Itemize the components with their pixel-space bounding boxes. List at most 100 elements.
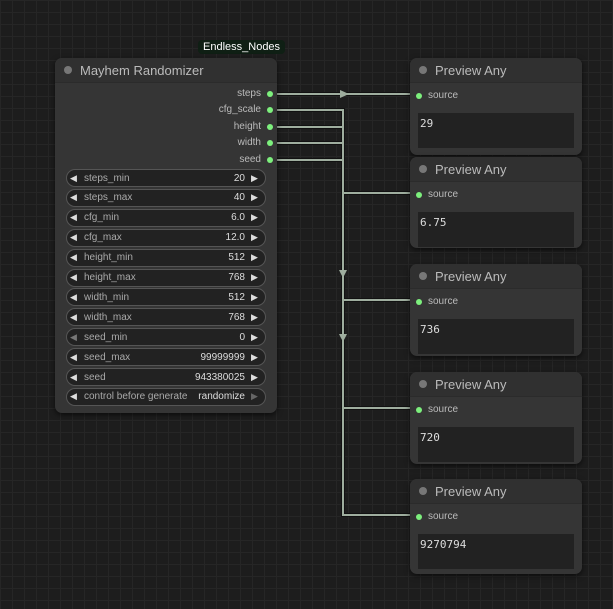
widget-label: cfg_max — [84, 232, 122, 244]
node-title-bar[interactable]: Mayhem Randomizer — [55, 58, 277, 83]
link-seed — [270, 158, 410, 517]
decrement-arrow-icon[interactable]: ◀ — [70, 232, 77, 243]
node-source-badge: Endless_Nodes — [198, 40, 286, 54]
increment-arrow-icon[interactable]: ▶ — [251, 192, 258, 203]
preview-output-textarea[interactable]: 29 — [418, 113, 574, 148]
decrement-arrow-icon[interactable]: ◀ — [70, 272, 77, 282]
input-dot-icon[interactable] — [416, 92, 422, 99]
widget-value: 0 — [239, 331, 245, 343]
node-title-bar[interactable]: Preview Any — [410, 479, 582, 504]
decrement-arrow-icon[interactable]: ◀ — [70, 311, 77, 322]
preview-any-node[interactable]: Preview Any source 9270794 — [410, 479, 582, 574]
decrement-arrow-icon[interactable]: ◀ — [70, 291, 77, 302]
increment-arrow-icon[interactable]: ▶ — [251, 351, 258, 362]
node-title: Preview Any — [435, 62, 507, 78]
input-slot-source[interactable]: source — [416, 189, 458, 200]
output-label: height — [233, 121, 261, 132]
output-slot-width[interactable]: width — [238, 137, 273, 148]
preview-output-textarea[interactable]: 9270794 — [418, 534, 574, 569]
output-label: width — [237, 137, 261, 148]
increment-arrow-icon[interactable]: ▶ — [251, 172, 258, 183]
output-dot-icon[interactable] — [267, 123, 273, 130]
output-dot-icon[interactable] — [267, 90, 273, 97]
collapse-dot-icon[interactable] — [64, 66, 72, 74]
increment-arrow-icon[interactable]: ▶ — [251, 212, 258, 223]
increment-arrow-icon[interactable]: ▶ — [251, 371, 258, 382]
decrement-arrow-icon[interactable]: ◀ — [70, 351, 77, 362]
collapse-dot-icon[interactable] — [419, 487, 427, 495]
link-cfg — [270, 108, 410, 195]
increment-arrow-icon[interactable]: ▶ — [251, 232, 258, 243]
input-slot-source[interactable]: source — [416, 296, 458, 307]
increment-arrow-icon[interactable]: ▶ — [251, 391, 258, 402]
output-dot-icon[interactable] — [267, 106, 273, 113]
widget-value: 12.0 — [225, 232, 245, 244]
input-label: source — [428, 296, 459, 307]
input-dot-icon[interactable] — [416, 298, 422, 305]
node-title: Mayhem Randomizer — [80, 62, 204, 78]
decrement-arrow-icon[interactable]: ◀ — [70, 371, 77, 382]
node-title: Preview Any — [435, 376, 507, 392]
input-slot-source[interactable]: source — [416, 404, 458, 415]
preview-any-node[interactable]: Preview Any source 29 — [410, 58, 582, 155]
widget-label: width_max — [84, 311, 132, 323]
preview-output-textarea[interactable]: 720 — [418, 427, 574, 462]
input-dot-icon[interactable] — [416, 513, 422, 520]
output-dot-icon[interactable] — [267, 139, 273, 146]
increment-arrow-icon[interactable]: ▶ — [251, 311, 258, 322]
output-slot-steps[interactable]: steps — [237, 88, 273, 99]
node-title-bar[interactable]: Preview Any — [410, 264, 582, 289]
widget-label: seed_min — [84, 331, 128, 343]
decrement-arrow-icon[interactable]: ◀ — [70, 192, 77, 203]
input-slot-source[interactable]: source — [416, 90, 458, 101]
output-dot-icon[interactable] — [267, 156, 273, 163]
output-label: steps — [237, 88, 261, 99]
increment-arrow-icon[interactable]: ▶ — [251, 272, 258, 282]
decrement-arrow-icon[interactable]: ◀ — [70, 331, 77, 342]
output-slot-cfg_scale[interactable]: cfg_scale — [219, 104, 273, 115]
preview-any-node[interactable]: Preview Any source 720 — [410, 372, 582, 464]
widget-label: cfg_min — [84, 212, 120, 224]
collapse-dot-icon[interactable] — [419, 66, 427, 74]
preview-any-node[interactable]: Preview Any source 736 — [410, 264, 582, 356]
decrement-arrow-icon[interactable]: ◀ — [70, 391, 77, 402]
collapse-dot-icon[interactable] — [419, 272, 427, 280]
output-slot-height[interactable]: height — [234, 121, 273, 132]
preview-any-node[interactable]: Preview Any source 6.75 — [410, 157, 582, 248]
node-title-bar[interactable]: Preview Any — [410, 157, 582, 182]
output-label: seed — [239, 154, 261, 165]
widget-value: 768 — [228, 272, 245, 283]
node-title-bar[interactable]: Preview Any — [410, 372, 582, 397]
input-slot-source[interactable]: source — [416, 511, 458, 522]
collapse-dot-icon[interactable] — [419, 165, 427, 173]
link-width — [270, 141, 410, 410]
preview-output-textarea[interactable]: 736 — [418, 319, 574, 354]
decrement-arrow-icon[interactable]: ◀ — [70, 212, 77, 223]
input-dot-icon[interactable] — [416, 406, 422, 413]
preview-output-textarea[interactable]: 6.75 — [418, 212, 574, 247]
widget-cfg_max[interactable]: ◀ cfg_max 12.0 ▶ — [66, 228, 266, 247]
increment-arrow-icon[interactable]: ▶ — [251, 291, 258, 302]
increment-arrow-icon[interactable]: ▶ — [251, 252, 258, 263]
decrement-arrow-icon[interactable]: ◀ — [70, 172, 77, 183]
increment-arrow-icon[interactable]: ▶ — [251, 331, 258, 342]
node-title-bar[interactable]: Preview Any — [410, 58, 582, 83]
output-slot-seed[interactable]: seed — [239, 154, 273, 165]
link-height — [270, 125, 410, 302]
widget-value: 40 — [233, 192, 245, 204]
input-dot-icon[interactable] — [416, 191, 422, 198]
decrement-arrow-icon[interactable]: ◀ — [70, 252, 77, 263]
collapse-dot-icon[interactable] — [419, 380, 427, 388]
widget-seed_min[interactable]: ◀ seed_min 0 ▶ — [66, 328, 266, 347]
